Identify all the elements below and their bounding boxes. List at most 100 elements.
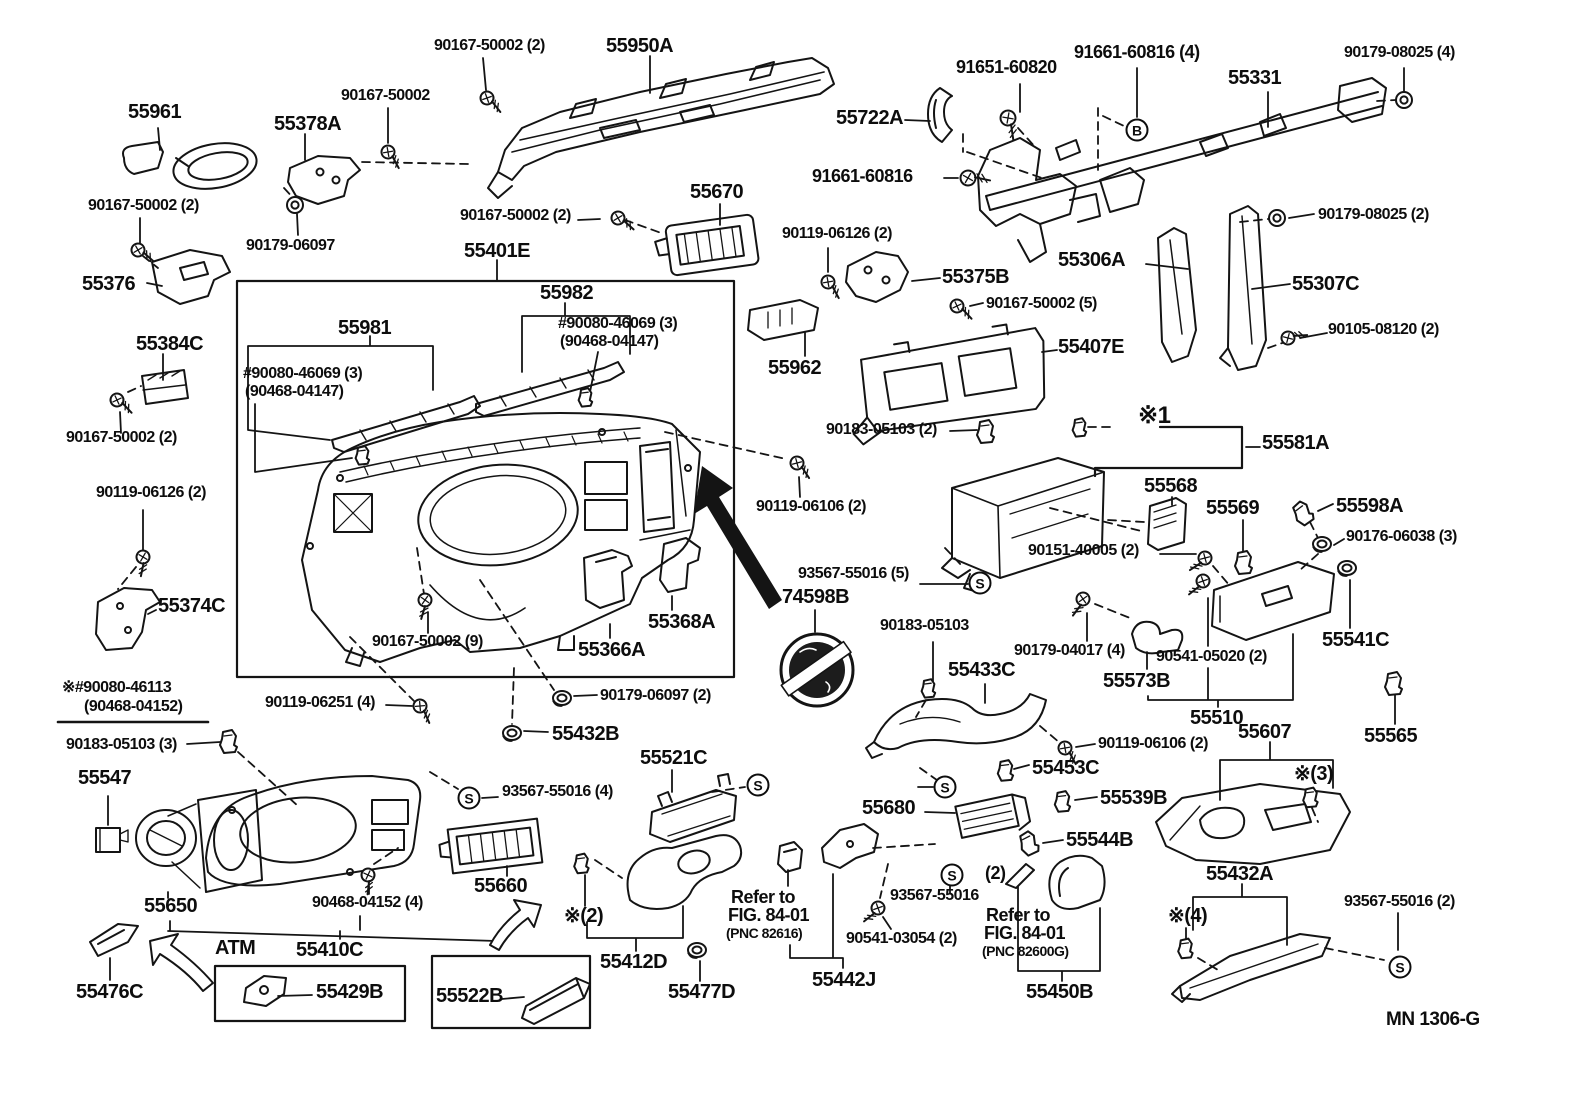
part-label-55607: 55607 — [1238, 721, 1292, 743]
part-label-90179-06097-2: 90179-06097 (2) — [600, 687, 711, 704]
part-label-55306a: 55306A — [1058, 249, 1126, 271]
part-label-90167-50002-9: 90167-50002 (9) — [372, 633, 483, 650]
part-55366a — [584, 550, 632, 608]
part-label-55376: 55376 — [82, 273, 136, 295]
part-55407e — [840, 319, 1055, 445]
part-55981 — [332, 396, 480, 452]
arrows — [150, 466, 782, 991]
part-label-90105-08120-2: 90105-08120 (2) — [1328, 321, 1439, 338]
part-label-55368a: 55368A — [648, 611, 716, 633]
part-55374c — [96, 588, 160, 650]
part-label-90119-06251-4: 90119-06251 (4) — [265, 694, 375, 711]
part-fig8401-clip — [778, 842, 802, 872]
part-label-3: ※(3) — [1294, 763, 1334, 785]
part-55378a — [288, 156, 360, 204]
circled-s-symbol: S — [746, 773, 770, 797]
install-direction-arrow — [694, 466, 782, 609]
part-55442j — [822, 824, 878, 868]
part-label-90179-08025-4: 90179-08025 (4) — [1344, 44, 1455, 61]
leader-lines — [108, 56, 1404, 999]
part-shim — [1006, 864, 1034, 888]
part-55412d — [628, 835, 742, 909]
part-label-pnc-82600g: (PNC 82600G) — [982, 943, 1069, 959]
dashed-lines — [118, 100, 1396, 970]
part-label-55510: 55510 — [1190, 707, 1244, 729]
part-55547 — [96, 828, 128, 852]
part-label-90151-40005-2: 90151-40005 (2) — [1028, 542, 1139, 559]
part-label-91661-60816: 91661-60816 — [812, 166, 913, 186]
part-label-90119-06106-2: 90119-06106 (2) — [1098, 735, 1208, 752]
part-label-55384c: 55384C — [136, 333, 204, 355]
part-label-mn-1306-g: MN 1306-G — [1386, 1009, 1480, 1030]
part-55982 — [476, 362, 624, 416]
part-label-55401e: 55401E — [464, 240, 530, 262]
part-label-93567-55016-2: 93567-55016 (2) — [1344, 893, 1455, 910]
circled-s-symbol: S — [457, 786, 481, 810]
detail-boxes — [58, 281, 1242, 1028]
part-55522b — [522, 978, 590, 1024]
part-label-90167-50002-5: 90167-50002 (5) — [986, 295, 1097, 312]
part-label-55366a: 55366A — [578, 639, 646, 661]
part-55432a — [1172, 934, 1330, 1002]
part-label-55541c: 55541C — [1322, 629, 1390, 651]
part-label-90119-06126-2: 90119-06126 (2) — [782, 225, 892, 242]
part-label-55680: 55680 — [862, 797, 916, 819]
part-label-90167-50002-2: 90167-50002 (2) — [460, 207, 571, 224]
hollow-arrow-right — [490, 900, 541, 950]
part-label-90183-05103: 90183-05103 — [880, 617, 969, 634]
part-label-55581a: 55581A — [1262, 432, 1330, 454]
part-label-90468-04152-4: 90468-04152 (4) — [312, 894, 423, 911]
part-label-55374c: 55374C — [158, 595, 226, 617]
part-instrument-panel — [302, 413, 700, 666]
detail-box-atm — [215, 966, 405, 1021]
part-label-55962: 55962 — [768, 357, 822, 379]
part-label-90119-06126-2: 90119-06126 (2) — [96, 484, 206, 501]
part-label-90179-06097: 90179-06097 — [246, 237, 335, 254]
part-label-90468-04147: (90468-04147) — [560, 333, 659, 350]
part-label-90167-50002-2: 90167-50002 (2) — [66, 429, 177, 446]
part-label-90167-50002-2: 90167-50002 (2) — [434, 37, 545, 54]
part-label-pnc-82616: (PNC 82616) — [726, 925, 803, 941]
part-label-1: ※1 — [1138, 402, 1171, 429]
part-label-91651-60820: 91651-60820 — [956, 57, 1057, 77]
part-label-55961: 55961 — [128, 101, 182, 123]
part-label-55544b: 55544B — [1066, 829, 1134, 851]
part-drawings — [90, 58, 1386, 1024]
part-label-55521c: 55521C — [640, 747, 708, 769]
part-label-55539b: 55539B — [1100, 787, 1168, 809]
part-label-refer-to: Refer to — [986, 905, 1051, 925]
part-label-55453c: 55453C — [1032, 757, 1100, 779]
part-label-93567-55016: 93567-55016 — [890, 887, 979, 904]
part-label-93567-55016-5: 93567-55016 (5) — [798, 565, 909, 582]
part-label-55573b: 55573B — [1103, 670, 1171, 692]
part-label-55522b: 55522B — [436, 985, 504, 1007]
part-label-55410c: 55410C — [296, 939, 364, 961]
part-label-55442j: 55442J — [812, 969, 876, 991]
part-label-55429b: 55429B — [316, 981, 384, 1003]
circled-s-symbol: S — [1388, 955, 1412, 979]
part-label-55412d: 55412D — [600, 951, 668, 973]
part-label-90541-03054-2: 90541-03054 (2) — [846, 930, 957, 947]
part-55376 — [152, 250, 230, 304]
part-label-55650: 55650 — [144, 895, 198, 917]
part-55573b — [1132, 622, 1182, 654]
part-label-90176-06038-3: 90176-06038 (3) — [1346, 528, 1457, 545]
circled-b-symbol: B — [1125, 118, 1149, 142]
part-55680 — [955, 792, 1031, 842]
part-label-4: ※(4) — [1168, 905, 1208, 927]
part-label-55547: 55547 — [78, 767, 132, 789]
part-label-55432a: 55432A — [1206, 863, 1274, 885]
part-label-90183-05103-3: 90183-05103 (3) — [66, 736, 177, 753]
part-label-55450b: 55450B — [1026, 981, 1094, 1003]
part-55375b — [846, 252, 908, 302]
part-55722a — [928, 88, 952, 142]
part-label-74598b: 74598B — [782, 586, 850, 608]
circled-s-symbol: S — [940, 863, 964, 887]
part-label-90179-04017-4: 90179-04017 (4) — [1014, 642, 1125, 659]
part-label-55378a: 55378A — [274, 113, 342, 135]
part-label-90080-46069-3: #90080-46069 (3) — [243, 365, 363, 382]
part-label-2: ※(2) — [564, 905, 604, 927]
part-55450b — [1049, 856, 1104, 909]
